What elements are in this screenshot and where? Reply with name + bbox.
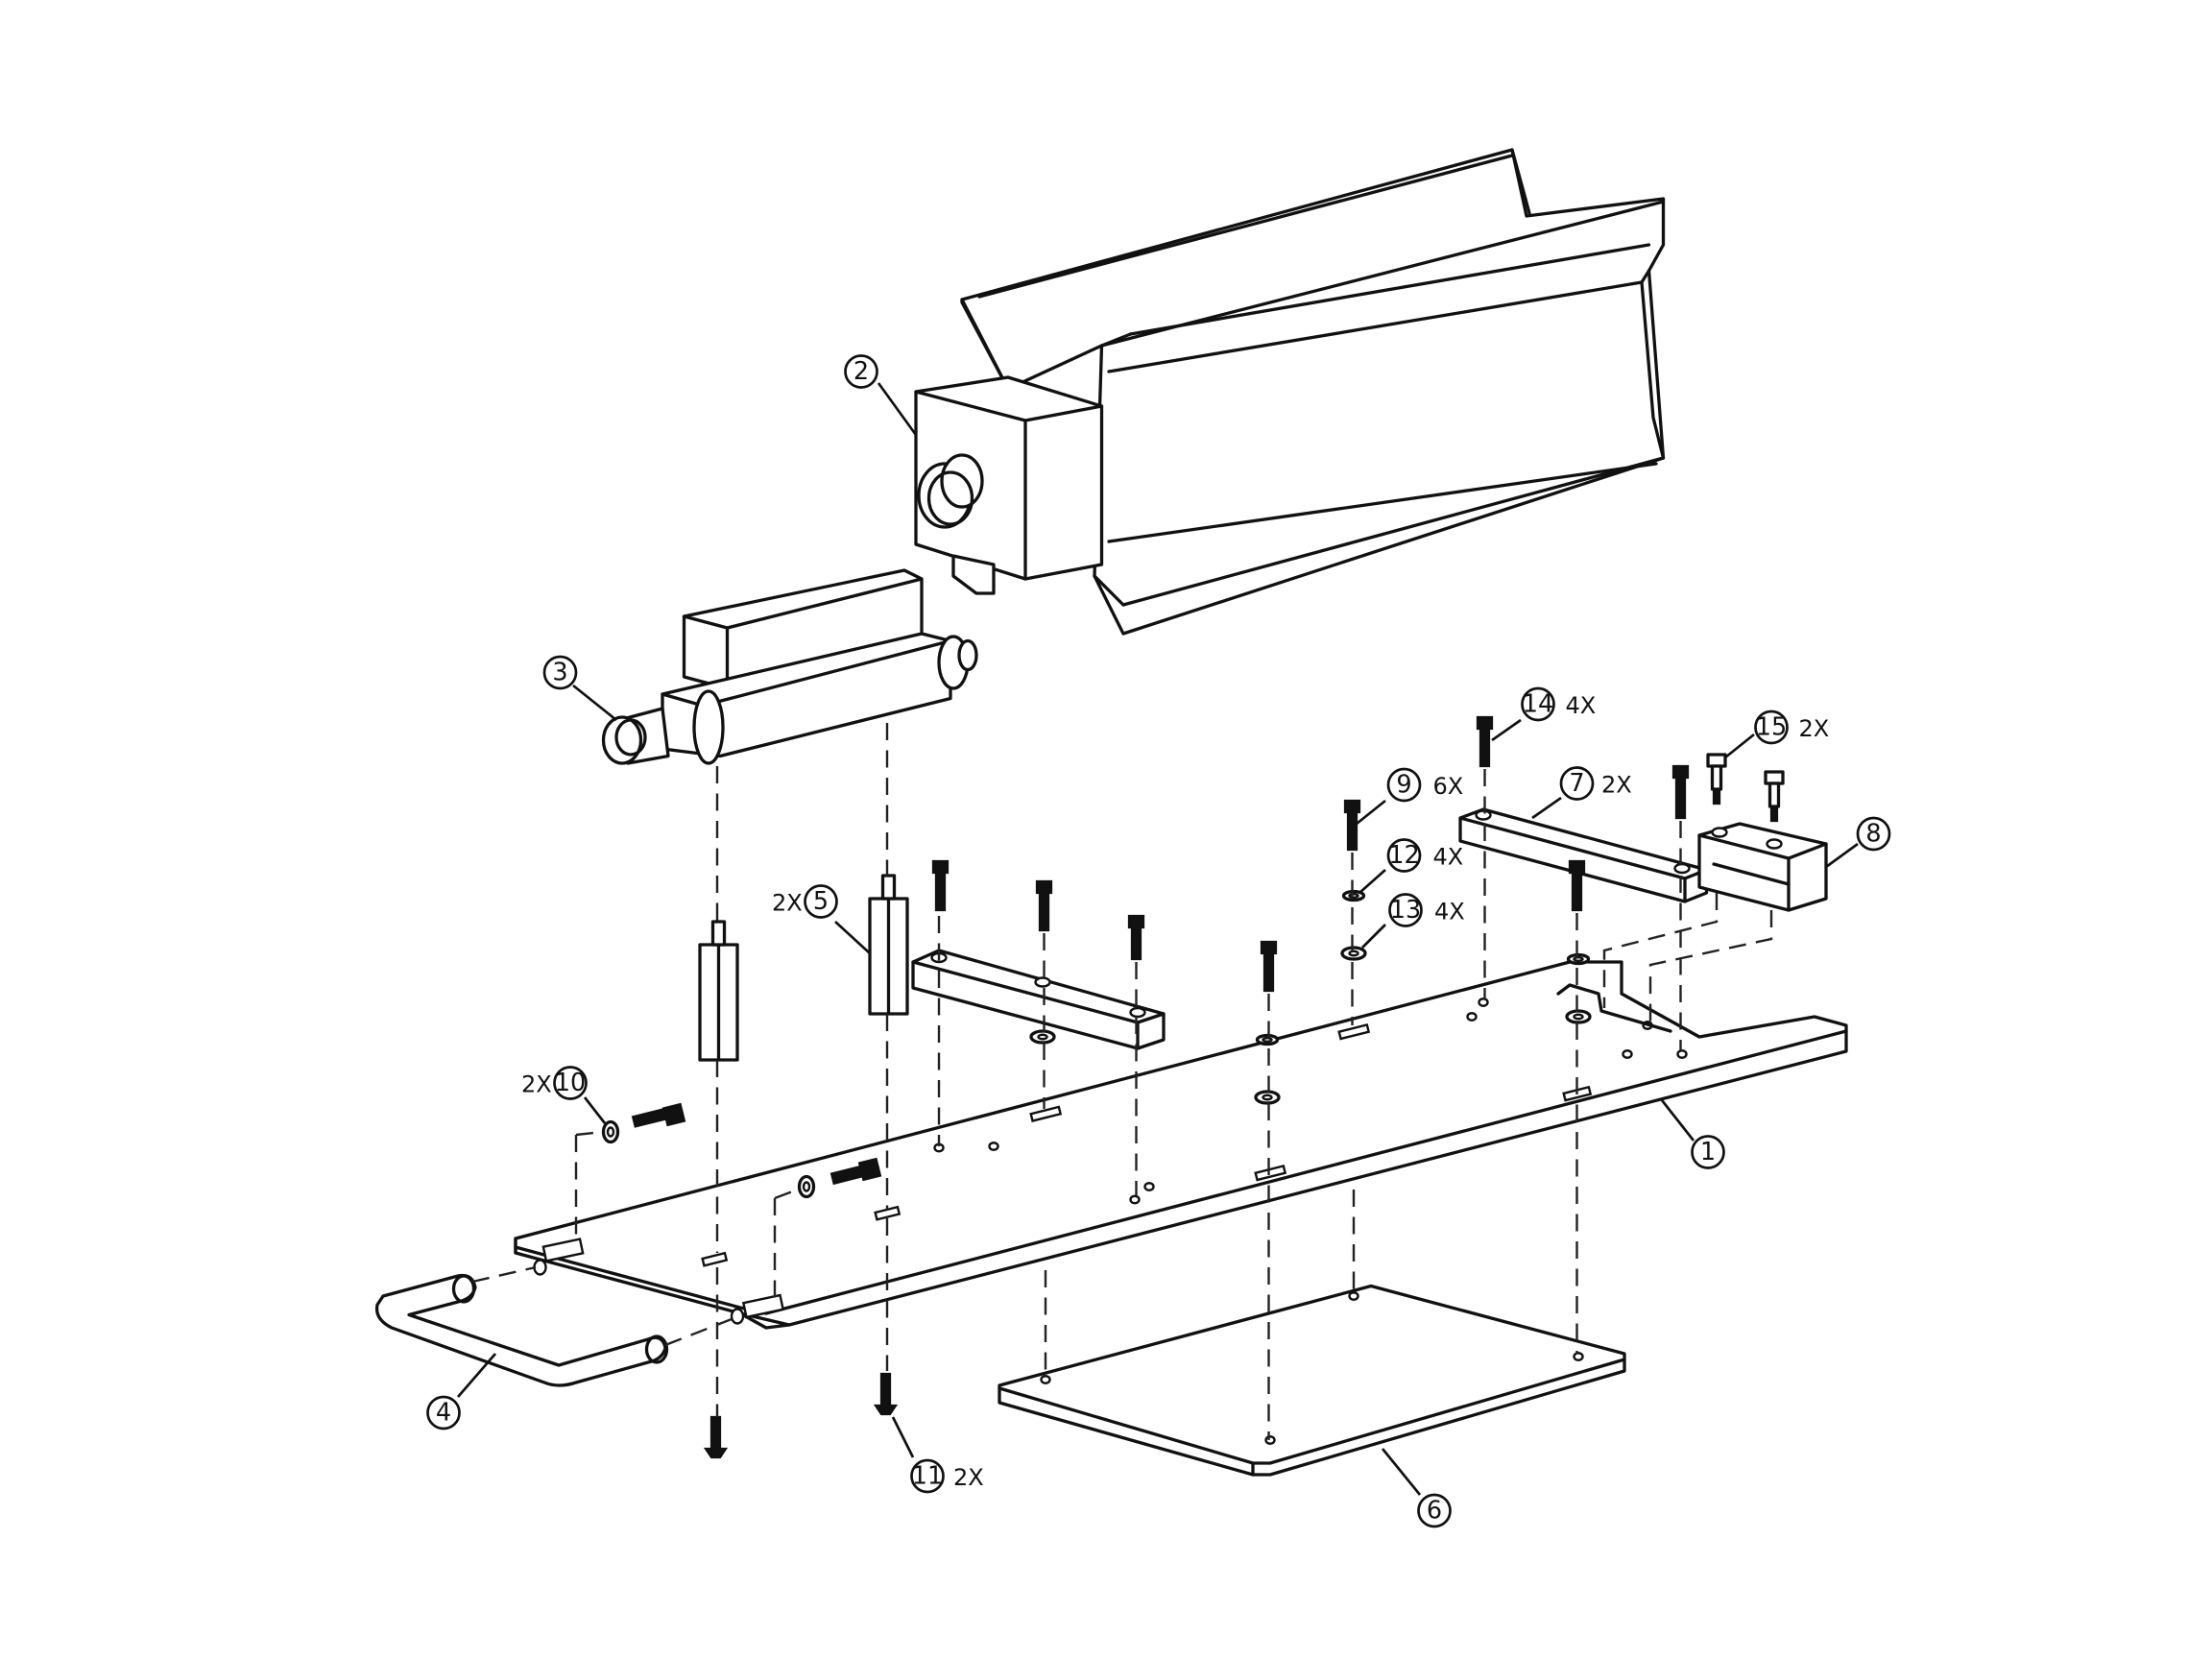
screw-horizontal [631, 1102, 686, 1128]
shoulder-screw [1706, 753, 1727, 805]
callout-6: 6 [1417, 1493, 1452, 1528]
callout-14: 14 4X [1521, 686, 1597, 722]
callout-quantity: 4X [1566, 692, 1597, 719]
screw [1568, 859, 1586, 912]
callout-number: 14 [1523, 690, 1553, 719]
callout-1: 1 [1691, 1135, 1725, 1169]
part-8-clamp-block [1697, 822, 1828, 912]
screw [1343, 799, 1361, 852]
screw [1127, 914, 1145, 961]
leader-lines [456, 382, 1859, 1496]
callout-quantity: 6X [1433, 773, 1464, 800]
callout-8: 8 [1856, 816, 1891, 852]
assembly-centerlines [471, 723, 1773, 1440]
callout-number: 1 [1700, 1138, 1716, 1166]
part-6-lower-plate [998, 1284, 1626, 1477]
screw [1476, 715, 1494, 768]
part-7-bars [1458, 807, 1709, 903]
screw [1671, 764, 1690, 820]
callout-4: 4 [426, 1395, 461, 1431]
part-5-standoffs [698, 874, 909, 1062]
callout-13: 13 4X [1388, 893, 1465, 927]
callout-15: 15 2X [1754, 709, 1830, 745]
socket-screws [631, 715, 1785, 1459]
flat-head-screw [703, 1415, 729, 1459]
callout-number: 10 [555, 1069, 586, 1097]
callout-number: 8 [1865, 820, 1881, 849]
callout-quantity: 2X [521, 1071, 552, 1098]
screw [1035, 879, 1053, 932]
screw [931, 859, 950, 912]
flat-head-screw [873, 1372, 899, 1416]
callout-9: 9 6X [1386, 767, 1464, 803]
washers [601, 889, 1592, 1199]
callout-10: 10 2X [521, 1066, 588, 1100]
part-4-handle [374, 1273, 669, 1387]
callout-11: 11 2X [910, 1458, 984, 1494]
callout-quantity: 4X [1434, 899, 1465, 926]
callout-number: 3 [552, 659, 567, 687]
callout-quantity: 2X [772, 890, 803, 917]
callout-number: 9 [1396, 771, 1411, 800]
screw [1260, 940, 1278, 993]
callout-number: 2 [854, 357, 869, 386]
callout-2: 2 [844, 354, 878, 389]
callout-quantity: 4X [1433, 844, 1464, 871]
callout-number: 7 [1569, 769, 1584, 798]
screw-horizontal [830, 1157, 882, 1186]
callout-quantity: 2X [1601, 772, 1632, 799]
callout-3: 3 [542, 655, 578, 690]
bracket-outline [1556, 983, 1672, 1033]
callout-number: 12 [1388, 841, 1419, 870]
callout-number: 15 [1756, 713, 1787, 742]
callout-7: 7 2X [1559, 766, 1632, 801]
shoulder-screw [1764, 770, 1785, 823]
callout-5: 5 2X [772, 884, 838, 919]
callout-number: 11 [912, 1462, 943, 1491]
part-3-sensor-body [601, 568, 978, 765]
callout-number: 4 [436, 1399, 451, 1428]
callout-quantity: 2X [953, 1464, 984, 1491]
callout-number: 6 [1427, 1497, 1442, 1526]
callout-quantity: 2X [1799, 715, 1830, 742]
callout-number: 13 [1390, 896, 1421, 925]
callout-12: 12 4X [1386, 838, 1464, 873]
part-1-base-plate [514, 960, 1848, 1330]
callout-number: 5 [813, 887, 829, 916]
part-2-v-channel-housing [914, 148, 1666, 636]
